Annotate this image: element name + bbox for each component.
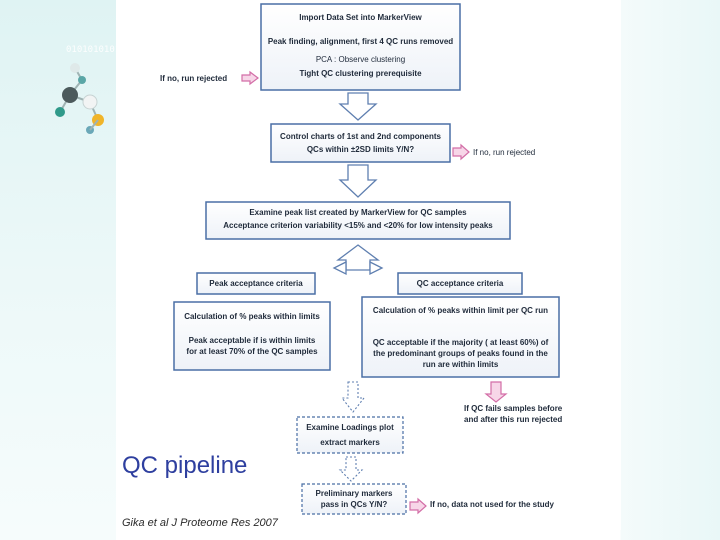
slide-title: QC pipeline: [122, 452, 248, 479]
import-step-peaks: Peak finding, alignment, first 4 QC runs…: [267, 37, 454, 46]
reject-note-1: If no, run rejected: [160, 74, 228, 83]
peak-acceptance-header: Peak acceptance criteria: [209, 279, 303, 288]
arrow-split-left: [332, 260, 347, 276]
box-peak-header: [196, 272, 316, 295]
qc-detail-line4: run are within limits: [422, 360, 499, 369]
arrow-down-2: [338, 164, 378, 198]
reject-arrow-2: [452, 143, 470, 161]
reject-note-3-line2: and after this run rejected: [464, 415, 563, 424]
box-peak-detail: [173, 301, 331, 371]
preliminary-line2: pass in QCs Y/N?: [320, 500, 388, 509]
binary-watermark: 01010101010: [66, 45, 126, 55]
qc-acceptance-header: QC acceptance criteria: [416, 279, 504, 288]
reject-arrow-3: [484, 381, 508, 403]
control-charts-line2: QCs within ±2SD limits Y/N?: [306, 145, 415, 154]
reject-note-4: If no, data not used for the study: [430, 500, 554, 509]
arrow-down-dashed-2: [338, 456, 364, 482]
peak-detail-line2: Peak acceptable if is within limits: [188, 336, 316, 345]
control-charts-line1: Control charts of 1st and 2nd components: [280, 132, 441, 141]
citation: Gika et al J Proteome Res 2007: [122, 517, 278, 529]
molecule-icon: [55, 63, 104, 134]
box-qc-detail: [361, 296, 560, 378]
reject-note-2: If no, run rejected: [473, 148, 536, 157]
box-examine-peaks: [205, 201, 511, 240]
import-step-pca: PCA : Observe clustering: [315, 55, 406, 64]
import-step-tight-qc: Tight QC clustering prerequisite: [299, 69, 422, 78]
preliminary-line1: Preliminary markers: [315, 489, 393, 498]
box-loadings: [296, 416, 404, 454]
loadings-line2: extract markers: [320, 438, 380, 447]
qc-detail-line3: the predominant groups of peaks found in…: [373, 349, 548, 358]
arrow-split: [336, 244, 380, 271]
box-control-charts: [270, 123, 451, 163]
examine-peaks-line1: Examine peak list created by MarkerView …: [249, 208, 467, 217]
box-preliminary: [301, 483, 407, 515]
qc-detail-line2: QC acceptable if the majority ( at least…: [372, 338, 549, 347]
box-qc-header: [397, 272, 523, 295]
decorative-side-strip: [0, 0, 116, 540]
arrow-down-1: [338, 92, 378, 121]
import-title: Import Data Set into MarkerView: [299, 13, 422, 22]
peak-detail-line3: for at least 70% of the QC samples: [186, 347, 318, 356]
qc-detail-line1: Calculation of % peaks within limit per …: [372, 306, 549, 315]
loadings-line1: Examine Loadings plot: [306, 423, 394, 432]
box-import: [260, 3, 461, 91]
examine-peaks-line2: Acceptance criterion variability <15% an…: [223, 221, 493, 230]
arrow-split-right: [369, 260, 384, 276]
arrow-down-dashed-1: [340, 381, 366, 413]
reject-note-3-line1: If QC fails samples before: [464, 404, 563, 413]
peak-detail-line1: Calculation of % peaks within limits: [184, 312, 320, 321]
reject-arrow-4: [409, 497, 427, 515]
reject-arrow-1: [241, 70, 259, 86]
